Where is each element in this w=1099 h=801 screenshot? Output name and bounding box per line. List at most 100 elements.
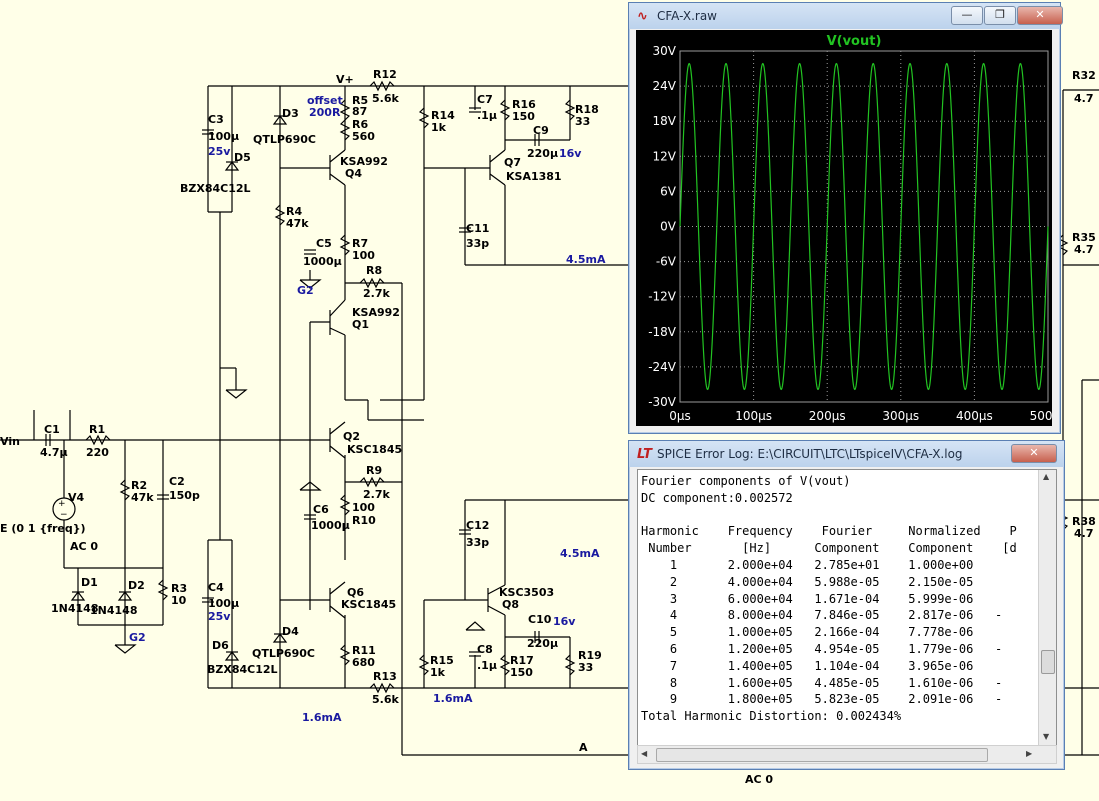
val-c3: 100µ (208, 130, 240, 143)
x-tick-label: 300µs (882, 409, 919, 423)
ref-r1: R1 (89, 423, 106, 436)
y-tick-label: 6V (660, 184, 677, 198)
ref-c11: C11 (466, 222, 490, 235)
val-c2: 150p (169, 489, 200, 502)
val-c11: 33p (466, 237, 490, 250)
val-d5: BZX84C12L (180, 182, 251, 195)
y-tick-label: 12V (653, 149, 677, 163)
trace-label-vout[interactable]: V(vout) (827, 34, 882, 49)
val-q7: KSA1381 (506, 170, 562, 183)
ref-c7: C7 (477, 93, 493, 106)
val-d1: 1N4148 (51, 602, 99, 615)
ref-q2: Q2 (343, 430, 361, 443)
ref-c10: C10 (528, 613, 552, 626)
val-r3: 10 (171, 594, 187, 607)
ref-c2: C2 (169, 475, 185, 488)
scroll-right-icon[interactable]: ▶ (1026, 749, 1033, 758)
val-r16: 150 (512, 110, 535, 123)
log-horizontal-scroll-thumb[interactable] (656, 748, 988, 762)
volt-c4: 25v (208, 610, 231, 623)
val-c4: 100µ (208, 597, 240, 610)
maximize-button[interactable]: ❐ (984, 6, 1016, 25)
ref-r11: R11 (352, 644, 376, 657)
val-q8: KSC3503 (499, 586, 555, 599)
val-q6: KSC1845 (341, 598, 397, 611)
ref-r9: R9 (366, 464, 383, 477)
ref-d3: D3 (282, 107, 299, 120)
minimize-button[interactable]: — (951, 6, 983, 25)
label-offset: offset (307, 94, 343, 107)
spice-error-log-window[interactable]: LT SPICE Error Log: E:\CIRCUIT\LTC\LTspi… (628, 440, 1065, 770)
ref-r7: R7 (352, 237, 369, 250)
ref-r13: R13 (373, 670, 397, 683)
y-tick-label: -18V (648, 325, 677, 339)
net-g2-top: G2 (297, 284, 314, 297)
plot-grid (679, 50, 1049, 403)
log-titlebar[interactable]: LT SPICE Error Log: E:\CIRCUIT\LTC\LTspi… (629, 441, 1064, 467)
x-tick-label: 400µs (956, 409, 993, 423)
ref-c1: C1 (44, 423, 60, 436)
val-c1: 4.7µ (40, 446, 68, 459)
y-tick-label: 18V (653, 114, 677, 128)
ref-c6: C6 (313, 503, 329, 516)
ref-d1: D1 (81, 576, 98, 589)
val-r1: 220 (86, 446, 109, 459)
log-line: 2 4.000e+04 5.988e-05 2.150e-05 (641, 574, 974, 589)
scroll-down-icon[interactable]: ▼ (1043, 732, 1050, 741)
val-v4: E (0 1 {freq}) (0, 522, 86, 535)
net-g2-bottom: G2 (129, 631, 146, 644)
close-button[interactable]: ✕ (1017, 6, 1063, 25)
label-200r: 200R (309, 106, 341, 119)
ref-r16: R16 (512, 98, 536, 111)
scroll-left-icon[interactable]: ◀ (641, 749, 648, 758)
volt-c10: 16v (553, 615, 576, 628)
ref-r17: R17 (510, 654, 534, 667)
x-tick-label: 100µs (735, 409, 772, 423)
ref-r2: R2 (131, 479, 148, 492)
current-4-5ma-bottom: 4.5mA (560, 547, 600, 560)
ref-c12: C12 (466, 519, 490, 532)
restore-icon: ❐ (995, 8, 1005, 21)
y-tick-label: 24V (653, 79, 677, 93)
val-r2: 47k (131, 491, 154, 504)
val-c7: .1µ (477, 109, 497, 122)
log-vertical-scroll-thumb[interactable] (1041, 650, 1055, 674)
ltspice-icon: LT (637, 447, 652, 462)
log-window-title: SPICE Error Log: E:\CIRCUIT\LTC\LTspiceI… (657, 447, 963, 461)
val-c6: 1000µ (311, 519, 350, 532)
log-line: 3 6.000e+04 1.671e-04 5.999e-06 (641, 591, 974, 606)
val-r18: 33 (575, 115, 591, 128)
net-a: A (579, 741, 588, 754)
val-r19: 33 (578, 661, 594, 674)
val-r8: 2.7k (363, 287, 390, 300)
val-r6: 560 (352, 130, 375, 143)
ref-q7: Q7 (504, 156, 522, 169)
log-text-area[interactable]: Fourier components of V(vout)DC componen… (637, 469, 1057, 747)
net-vin: Vin (0, 435, 20, 448)
log-close-button[interactable]: ✕ (1011, 444, 1057, 463)
waveform-titlebar[interactable]: ∿ CFA-X.raw — ❐ ✕ (629, 3, 1063, 29)
log-line: 7 1.400e+05 1.104e-04 3.965e-06 (641, 658, 974, 673)
val-c8: .1µ (477, 659, 497, 672)
current-4-5ma-top: 4.5mA (566, 253, 606, 266)
ref-q6: Q6 (347, 586, 365, 599)
scroll-up-icon[interactable]: ▲ (1043, 472, 1050, 481)
ref-q8: Q8 (502, 598, 520, 611)
val-d3: QTLP690C (253, 133, 316, 146)
log-vertical-scrollbar[interactable]: ▲ ▼ (1038, 470, 1056, 746)
log-horizontal-scrollbar[interactable]: ◀ ▶ (637, 745, 1057, 764)
val-r10: 100 (352, 501, 375, 514)
val-d2: 1N4148 (90, 604, 138, 617)
x-tick-label: 0µs (669, 409, 691, 423)
val-c9: 220µ (527, 147, 559, 160)
log-line: Harmonic Frequency Fourier Normalized P (641, 524, 1017, 539)
val-r11: 680 (352, 656, 375, 669)
trace-vout[interactable] (679, 62, 1049, 391)
y-tick-label: -24V (648, 360, 677, 374)
ref-d2: D2 (128, 579, 145, 592)
ref-r19: R19 (578, 649, 602, 662)
